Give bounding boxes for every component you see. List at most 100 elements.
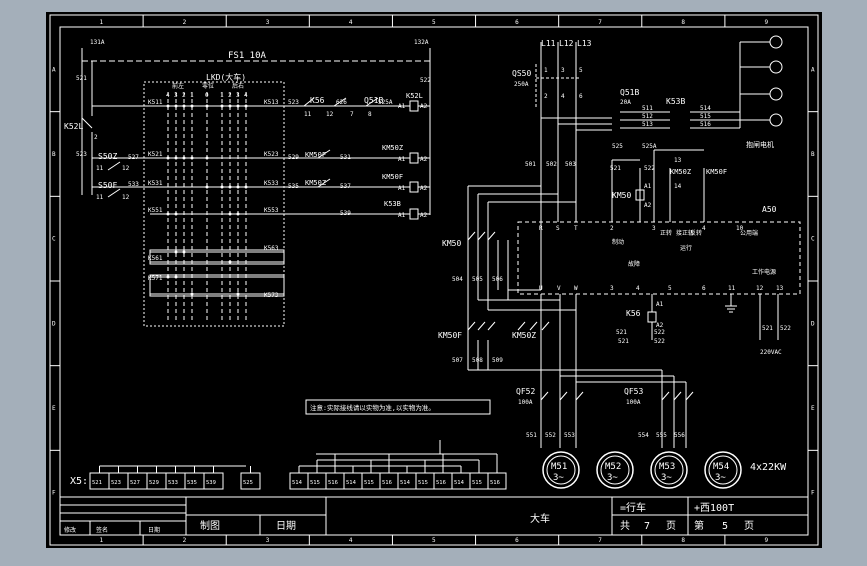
km50-w505: 505 bbox=[472, 276, 483, 283]
grid-row-left-E: E bbox=[52, 405, 56, 412]
terminal-label: 516 bbox=[382, 480, 392, 486]
row1-7: 7 bbox=[350, 111, 354, 118]
term-k573: K573 bbox=[264, 292, 279, 299]
phase-l13: L13 bbox=[577, 39, 592, 48]
a50-bot-3: 3 bbox=[610, 285, 614, 292]
qf52-label: QF52 bbox=[516, 387, 535, 396]
grid-row-right-B: B bbox=[811, 151, 815, 158]
k56-a1: A1 bbox=[656, 301, 664, 308]
grid-row-right-A: A bbox=[811, 66, 815, 73]
row1-a1: A1 bbox=[398, 103, 406, 110]
a50-voltage: 220VAC bbox=[760, 349, 782, 356]
grid-col-top-9: 9 bbox=[764, 19, 768, 26]
km50-ctrl-522: 522 bbox=[644, 165, 655, 172]
a50-in-t: T bbox=[574, 225, 578, 232]
left-control-circuit bbox=[81, 48, 431, 327]
q51b-w525: 525 bbox=[612, 143, 623, 150]
brake-motor-4 bbox=[769, 113, 783, 127]
row1-8: 8 bbox=[368, 111, 372, 118]
a50-bot-6: 6 bbox=[702, 285, 706, 292]
qs50-t2: 2 bbox=[544, 93, 548, 100]
grid-row-left-D: D bbox=[52, 320, 56, 327]
term-k563: K563 bbox=[264, 245, 279, 252]
a50-top-2: 2 bbox=[610, 225, 614, 232]
grid-col-bottom-2: 2 bbox=[183, 537, 187, 544]
qf53-rating: 100A bbox=[626, 399, 641, 406]
terminal-label: 535 bbox=[187, 480, 197, 486]
wire-507: 507 bbox=[452, 357, 463, 364]
qs50-t1: 1 bbox=[544, 67, 548, 74]
wire-523: 523 bbox=[76, 151, 87, 158]
row1-q51b: Q51B bbox=[364, 96, 383, 105]
a50-bot-13: 13 bbox=[776, 285, 784, 292]
grid-col-bottom-5: 5 bbox=[432, 537, 436, 544]
wire-502: 502 bbox=[546, 161, 557, 168]
tb-total-label: 共 bbox=[620, 520, 630, 532]
km50-label: KM50 bbox=[442, 239, 461, 248]
wire-508: 508 bbox=[472, 357, 483, 364]
grid-col-bottom-9: 9 bbox=[764, 537, 768, 544]
terminal-label: 523 bbox=[111, 480, 121, 486]
brake-motor-3 bbox=[769, 87, 783, 101]
motor-wire-555: 555 bbox=[656, 432, 667, 439]
grid-col-top-1: 1 bbox=[100, 19, 104, 26]
term-k511: K511 bbox=[148, 99, 163, 106]
row2-s50z: S50Z bbox=[98, 152, 117, 161]
grid-col-bottom-7: 7 bbox=[598, 537, 602, 544]
grid-row-left-C: C bbox=[52, 236, 56, 243]
terminal-label: 516 bbox=[436, 480, 446, 486]
grid-row-right-D: D bbox=[811, 320, 815, 327]
terminal-label: 521 bbox=[92, 480, 102, 486]
tb-location: +西100T bbox=[694, 503, 734, 514]
motor-inner-M51 bbox=[546, 455, 576, 485]
grid-col-bottom-4: 4 bbox=[349, 537, 353, 544]
sel-num-8: 4 bbox=[244, 92, 248, 99]
row1-12: 12 bbox=[326, 111, 334, 118]
tb-title: 大车 bbox=[530, 512, 550, 525]
row1-626: 626 bbox=[336, 99, 347, 106]
terminal-label: 514 bbox=[346, 480, 357, 486]
terminal-label: 525 bbox=[243, 480, 253, 486]
a50-bot-4: 4 bbox=[636, 285, 640, 292]
term-k561: K561 bbox=[148, 255, 163, 262]
selector-header-right: 后右 bbox=[232, 82, 244, 90]
a50-label-common: 公用端 bbox=[740, 229, 758, 237]
a50-power: 工作电源 bbox=[752, 268, 776, 276]
a50-w522a: 522 bbox=[654, 338, 665, 345]
sel-num-1: 3 bbox=[174, 92, 178, 99]
terminal-label: 514 bbox=[454, 480, 465, 486]
a50-in-r: R bbox=[539, 225, 543, 232]
k53b-w515: 515 bbox=[700, 113, 711, 120]
motor-outer-M51 bbox=[542, 451, 580, 489]
qs50-t4: 4 bbox=[561, 93, 565, 100]
title-block-text: 修改 签名 日期 制图 日期 大车 =行车 +西100T 共 7 页 第 5 页 bbox=[64, 501, 754, 534]
terminal-label: 527 bbox=[130, 480, 140, 486]
wire-501: 501 bbox=[525, 161, 536, 168]
qs50-t3: 3 bbox=[561, 67, 565, 74]
row1-522: 522 bbox=[420, 77, 431, 84]
motor-phase-M51: 3~ bbox=[553, 473, 564, 483]
a50-label-extra: 接正转 bbox=[676, 229, 694, 237]
qf52-rating: 100A bbox=[518, 399, 533, 406]
a50-bot-12: 12 bbox=[756, 285, 764, 292]
grid-col-top-8: 8 bbox=[681, 19, 685, 26]
row2-12: 12 bbox=[122, 165, 130, 172]
motor-name-M51: M51 bbox=[551, 462, 567, 472]
motor-phase-M54: 3~ bbox=[715, 473, 726, 483]
terminal-label: 516 bbox=[328, 480, 338, 486]
sel-num-2: 2 bbox=[182, 92, 186, 99]
row3-coil: KM50F bbox=[382, 173, 403, 181]
terminal-label: 514 bbox=[400, 480, 411, 486]
a50-out-v: V bbox=[557, 285, 561, 292]
term-k551: K551 bbox=[148, 207, 163, 214]
km50z-label: KM50Z bbox=[512, 331, 536, 340]
note-text: 注意:实际接线请以实物为准,以实物为准。 bbox=[310, 403, 435, 412]
grid-col-top-3: 3 bbox=[266, 19, 270, 26]
grid-ticks bbox=[50, 15, 818, 545]
row3-537: 537 bbox=[340, 183, 351, 190]
grid-row-left-B: B bbox=[52, 151, 56, 158]
km50-ctrl-13: 13 bbox=[674, 157, 682, 164]
